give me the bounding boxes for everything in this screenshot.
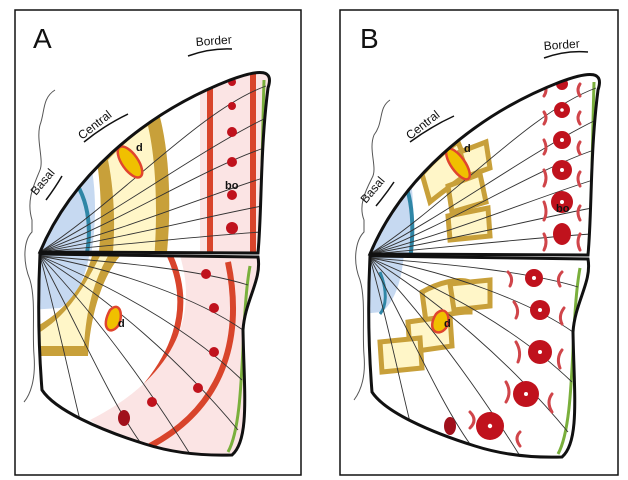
- eyespot: [553, 223, 571, 245]
- panel-a-letter: A: [33, 23, 52, 54]
- eyespot: [226, 222, 238, 234]
- panel-b-letter: B: [360, 23, 379, 54]
- eyespot: [118, 410, 130, 426]
- d-label: d: [118, 318, 125, 330]
- eyespot: [227, 157, 237, 167]
- border-label: Border: [195, 33, 232, 49]
- panel-a: A Basal Central Border: [15, 10, 301, 475]
- eyespot: [228, 102, 236, 110]
- eyespot: [227, 127, 237, 137]
- eyespot: [147, 397, 157, 407]
- eyespot: [193, 383, 203, 393]
- bo-label: bo: [225, 180, 239, 192]
- d-label: d: [136, 142, 143, 154]
- border-label: Border: [543, 37, 580, 53]
- border-band-outer: [250, 60, 256, 260]
- eyespot: [201, 269, 211, 279]
- eyespot: [209, 347, 219, 357]
- eyespot: [444, 417, 456, 435]
- panel-b: B Basal Central Border: [340, 10, 618, 475]
- eyespot: [209, 303, 219, 313]
- bo-label: bo: [556, 203, 570, 215]
- d-label: d: [444, 318, 451, 330]
- d-label: d: [464, 143, 471, 155]
